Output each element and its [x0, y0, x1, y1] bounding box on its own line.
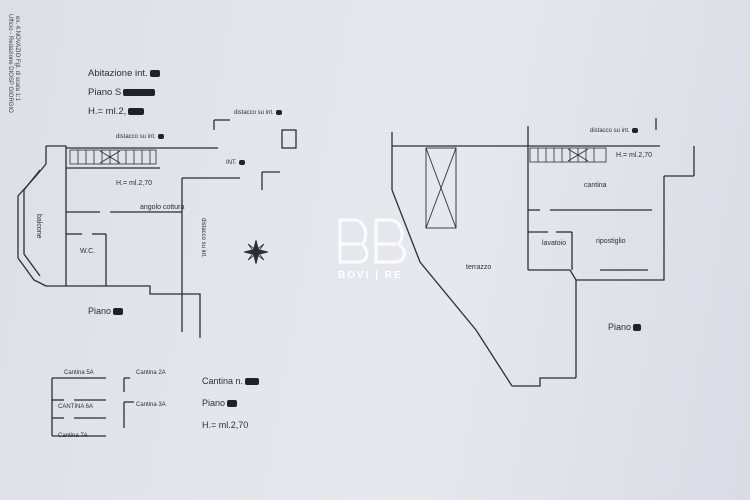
right-height-label: H.= ml.2,70: [616, 152, 652, 159]
side-note-line-2: ex. 4.NOVAZIO Fgl. di scala 1:1: [14, 16, 20, 101]
light-well: [425, 147, 457, 229]
right-lavatoio: lavatoio: [542, 240, 567, 247]
right-ripostiglio: ripostiglio: [596, 238, 626, 245]
right-piano-label: Piano: [608, 322, 642, 332]
right-terrazzo: terrazzo: [466, 264, 492, 271]
left-stair: [69, 149, 157, 165]
left-distacco-vertical: distacco su int.: [200, 218, 206, 258]
right-stair: [529, 147, 607, 163]
cellar-title-piano: Piano: [202, 398, 238, 408]
cellar-6a: CANTINA 6A: [58, 404, 94, 410]
left-distacco-top-right: distacco su int.: [234, 110, 282, 116]
side-note-line-1: Ufficio - Redazione DIOSP GIORGIO: [7, 14, 13, 113]
left-title-height: H.= ml.2,: [88, 106, 145, 117]
left-angolo-cottura: angolo cottura: [140, 204, 185, 211]
compass-rose-icon: [243, 239, 269, 265]
right-distacco-top: distacco su int.: [590, 128, 638, 134]
watermark-brand: BOVI | RE: [338, 270, 403, 281]
left-distacco-top-left: distacco su int.: [116, 134, 164, 140]
cellar-plan-walls: [51, 377, 134, 437]
left-title-abitazione: Abitazione int.: [88, 68, 160, 79]
left-int-label: INT.: [226, 160, 245, 166]
cellar-7a: Cantina 7A: [58, 433, 88, 439]
left-height-label: H.= ml.2,70: [116, 180, 152, 187]
cellar-5a: Cantina 5A: [64, 370, 94, 376]
cellar-2a: Cantina 2A: [136, 370, 166, 376]
left-wc: W.C.: [80, 248, 96, 255]
left-plan-walls: [17, 119, 297, 338]
cellar-title-height: H.= ml.2,70: [202, 420, 249, 430]
cellar-3a: Cantina 3A: [136, 402, 166, 408]
watermark-logo-icon: [336, 216, 414, 268]
cellar-title-cantina: Cantina n.: [202, 376, 260, 386]
right-plan-walls: [391, 118, 695, 387]
right-cantina: cantina: [584, 182, 607, 189]
left-piano-bottom: Piano: [88, 306, 124, 316]
left-title-piano: Piano S: [88, 87, 156, 98]
left-balcone: balcone: [35, 214, 42, 239]
